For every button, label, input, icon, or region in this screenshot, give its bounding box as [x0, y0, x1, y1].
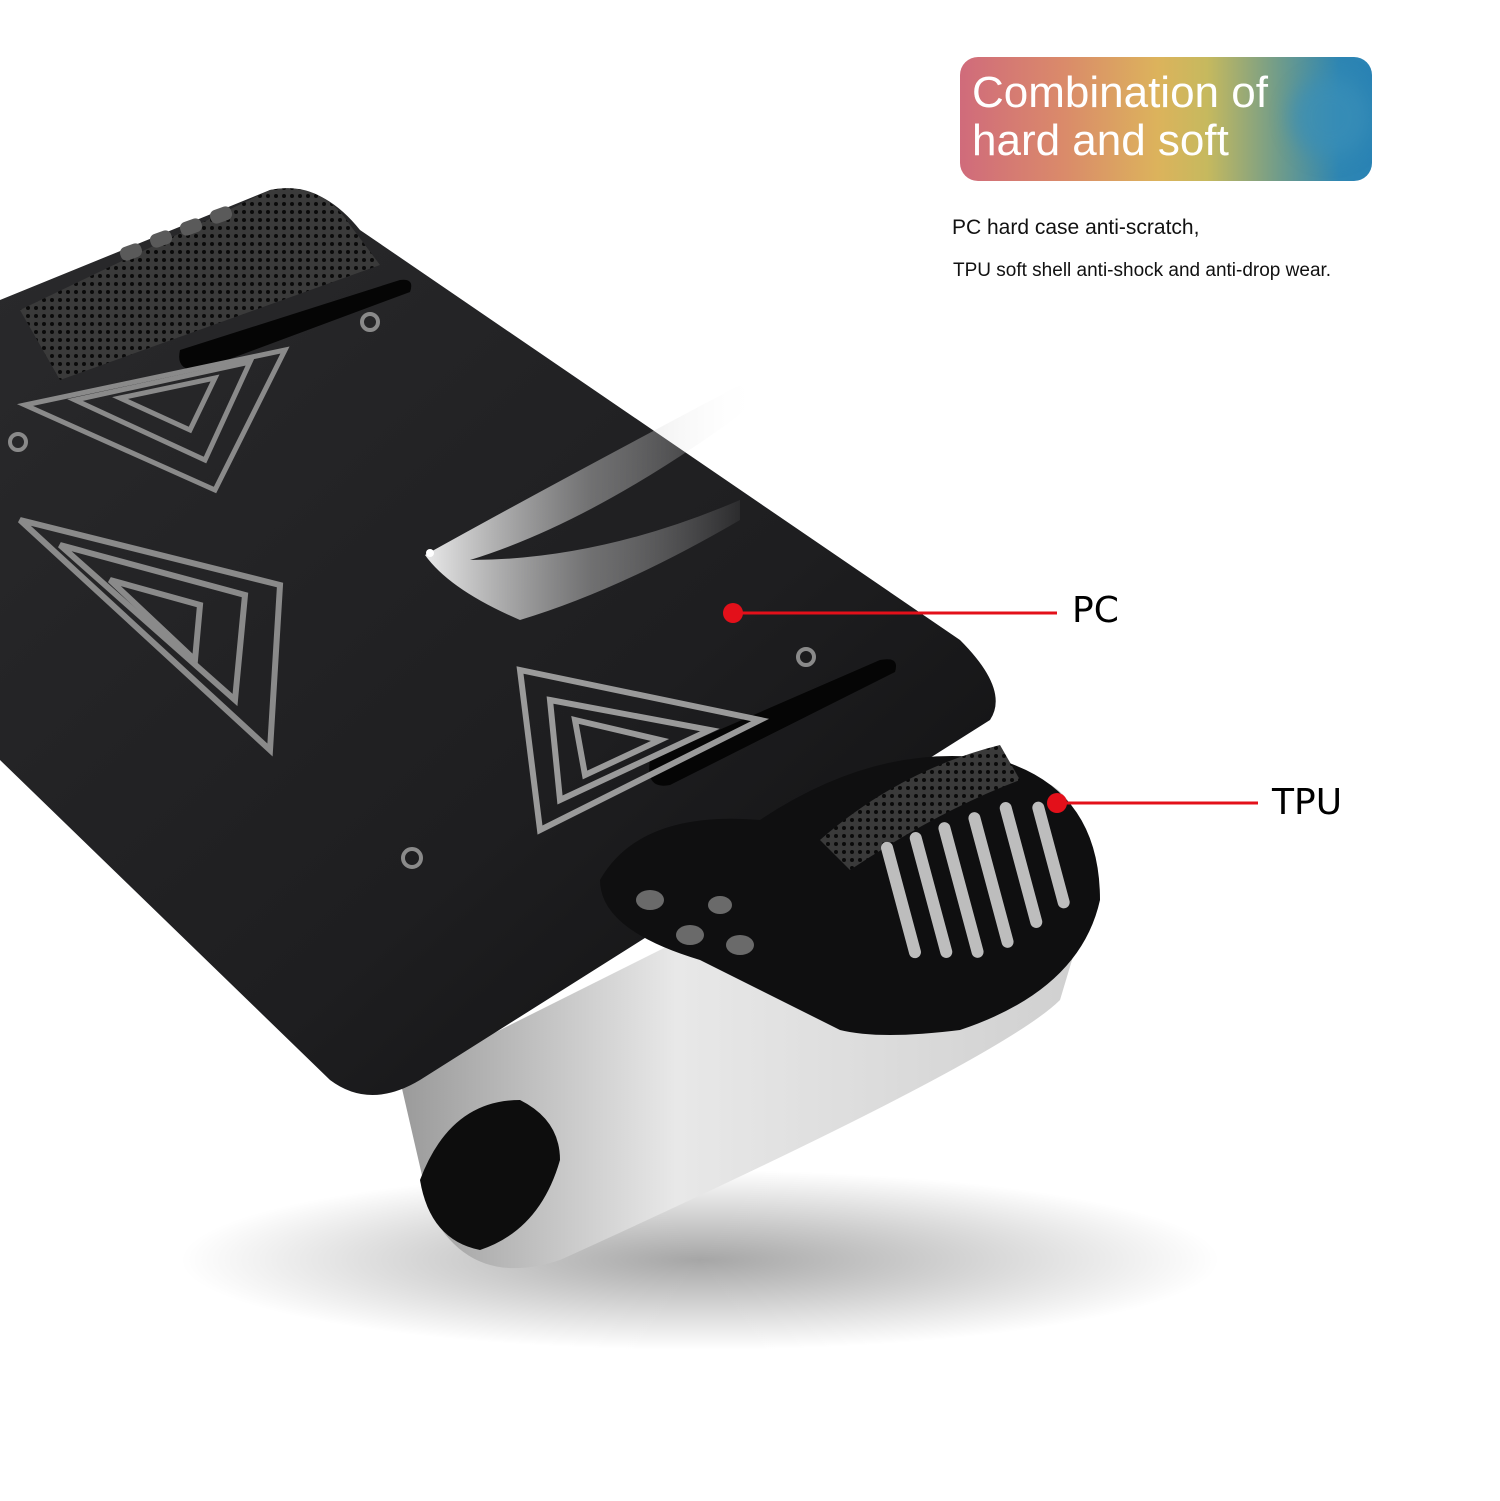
pc-callout-label: PC [1072, 590, 1119, 631]
film-sparkle [426, 549, 434, 557]
tpu-callout-label: TPU [1272, 782, 1343, 823]
grip-vent-mesh [820, 745, 1020, 870]
headline-text: Combination of hard and soft [972, 68, 1268, 165]
bottom-grip [420, 1100, 560, 1250]
protective-film [425, 385, 760, 620]
screw-holes [8, 312, 816, 869]
pc-callout-dot [723, 603, 743, 623]
geometric-pattern-middle [17, 517, 284, 757]
geometric-pattern-upper [16, 346, 290, 494]
bottom-slot [649, 659, 896, 786]
top-slot [179, 279, 412, 371]
top-vent-mesh [20, 188, 380, 380]
grip-slots [881, 801, 1070, 959]
tpu-callout-dot [1047, 793, 1067, 813]
description-line-2: TPU soft shell anti-shock and anti-drop … [953, 260, 1332, 281]
top-grip-ridges [119, 206, 233, 261]
grip-holes [636, 890, 754, 955]
description-line-1: PC hard case anti-scratch, [952, 216, 1200, 239]
headline-badge: Combination of hard and soft [960, 57, 1372, 181]
geometric-pattern-lower [516, 666, 770, 835]
badge-glow [1290, 77, 1370, 157]
shadow [180, 1170, 1220, 1350]
